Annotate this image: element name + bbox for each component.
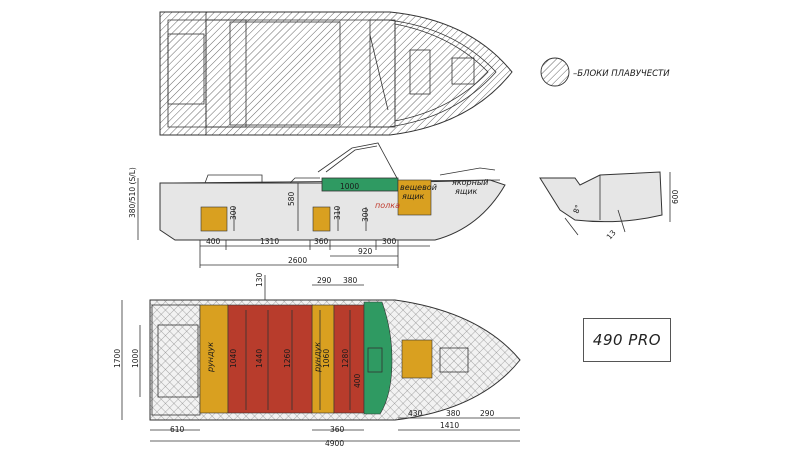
legend: –БЛОКИ ПЛАВУЧЕСТИ xyxy=(540,57,670,87)
dim-1410: 1410 xyxy=(440,421,459,430)
hatch-legend-swatch xyxy=(540,57,570,87)
dim-1060: 1060 xyxy=(322,349,331,368)
model-label: 490 PRO xyxy=(592,331,662,349)
dim-4900: 4900 xyxy=(325,439,344,448)
dim-430: 430 xyxy=(408,409,423,418)
dim-1260: 1260 xyxy=(283,349,292,368)
red-floor-2 xyxy=(333,304,365,414)
model-box: 490 PRO xyxy=(583,318,671,362)
dim-610: 610 xyxy=(170,425,185,434)
dim-380-bot: 380 xyxy=(446,409,461,418)
rundük-2-label: рундук xyxy=(313,342,322,373)
dim-290-bot: 290 xyxy=(480,409,495,418)
label-veshchevoy-2: ящик xyxy=(402,192,425,201)
dim-1310: 1310 xyxy=(260,237,279,246)
dim-300: 300 xyxy=(382,237,397,246)
dim-1000: 1000 xyxy=(340,182,359,191)
red-floor-1 xyxy=(227,304,313,414)
label-veshchevoy-1: вещевой xyxy=(400,183,437,192)
dim-1040: 1040 xyxy=(229,349,238,368)
dim-400-plan: 400 xyxy=(353,373,362,388)
side-view: 1000 300 580 310 300 полка вещевой ящик … xyxy=(128,142,506,268)
label-polka: полка xyxy=(375,201,400,210)
dim-300-b: 300 xyxy=(361,207,370,222)
forward-box xyxy=(401,339,433,379)
float-block-1 xyxy=(200,206,228,232)
dim-600: 600 xyxy=(671,189,680,204)
dim-2600: 2600 xyxy=(288,256,307,265)
dim-1700: 1700 xyxy=(113,349,122,368)
dim-400: 400 xyxy=(206,237,221,246)
dim-580: 580 xyxy=(287,191,296,206)
label-yakorny-2: ящик xyxy=(455,187,478,196)
dim-360: 360 xyxy=(314,237,329,246)
dim-1280: 1280 xyxy=(341,349,350,368)
windshield-panel xyxy=(321,177,399,192)
rundük-1-label: рундук xyxy=(206,342,215,373)
legend-label: –БЛОКИ ПЛАВУЧЕСТИ xyxy=(573,69,670,79)
transom-view: 600 8° 13 xyxy=(539,171,680,241)
dim-300-a: 300 xyxy=(229,205,238,220)
label-yakorny-1: якорный xyxy=(452,178,488,187)
dim-380-top: 380 xyxy=(343,276,358,285)
dim-height-sl: 380/510 (S/L) xyxy=(128,167,137,218)
dim-310: 310 xyxy=(333,205,342,220)
dim-290-top: 290 xyxy=(317,276,332,285)
storage-box xyxy=(397,179,432,216)
green-console xyxy=(363,301,393,415)
plan-view: рундук 1040 1440 1260 рундук 1060 1280 4… xyxy=(113,272,521,448)
float-block-2 xyxy=(312,206,331,232)
dim-130: 130 xyxy=(255,272,264,287)
dim-360-plan: 360 xyxy=(330,425,345,434)
top-view xyxy=(159,11,513,136)
dim-1000-plan: 1000 xyxy=(131,349,140,368)
dim-920: 920 xyxy=(358,247,373,256)
angle-13: 13 xyxy=(605,228,618,241)
angle-8: 8° xyxy=(571,203,582,214)
rundük-1 xyxy=(199,304,229,414)
dim-1440: 1440 xyxy=(255,349,264,368)
